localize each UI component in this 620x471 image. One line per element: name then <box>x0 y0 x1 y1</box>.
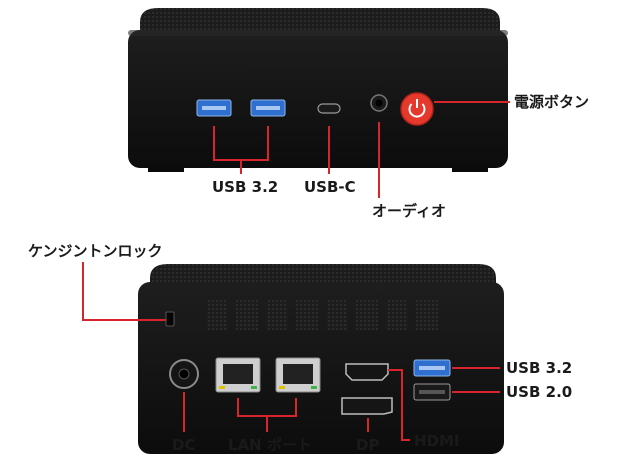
usb-c-label: USB-C <box>304 178 356 196</box>
rear-usb32-port <box>413 359 451 377</box>
front-usb-port-1 <box>196 99 232 117</box>
dc-label: DC <box>172 436 196 454</box>
front-usb-label: USB 3.2 <box>212 178 279 196</box>
dp-label: DP <box>356 436 380 454</box>
kensington-label: ケンジントンロック <box>28 242 163 260</box>
kensington-slot <box>165 311 175 327</box>
front-callout-lines <box>213 101 510 198</box>
hdmi-callout <box>388 369 410 441</box>
front-foot-left <box>148 166 184 172</box>
lan-port-2 <box>275 357 321 393</box>
audio-label: オーディオ <box>372 202 446 220</box>
rear-vents <box>206 298 438 330</box>
rear-unit <box>138 264 504 454</box>
front-unit <box>128 8 508 172</box>
lan-port-1 <box>215 357 261 393</box>
rear-usb20-label: USB 2.0 <box>506 383 573 401</box>
lan-label: LAN ポート <box>228 436 312 454</box>
hdmi-port <box>345 363 389 381</box>
usb-c-port <box>317 103 341 114</box>
hdmi-label: HDMI <box>414 432 460 450</box>
rear-usb32-label: USB 3.2 <box>506 359 573 377</box>
front-usb-port-2 <box>250 99 286 117</box>
power-button-label: 電源ボタン <box>514 93 590 111</box>
power-button <box>400 92 434 126</box>
rear-chassis <box>138 282 504 454</box>
front-chassis <box>128 30 508 168</box>
rear-callout-lines <box>82 262 500 441</box>
dp-port <box>341 397 393 415</box>
front-foot-right <box>452 166 488 172</box>
rear-usb20-port <box>413 383 451 401</box>
kensington-callout <box>82 262 166 321</box>
